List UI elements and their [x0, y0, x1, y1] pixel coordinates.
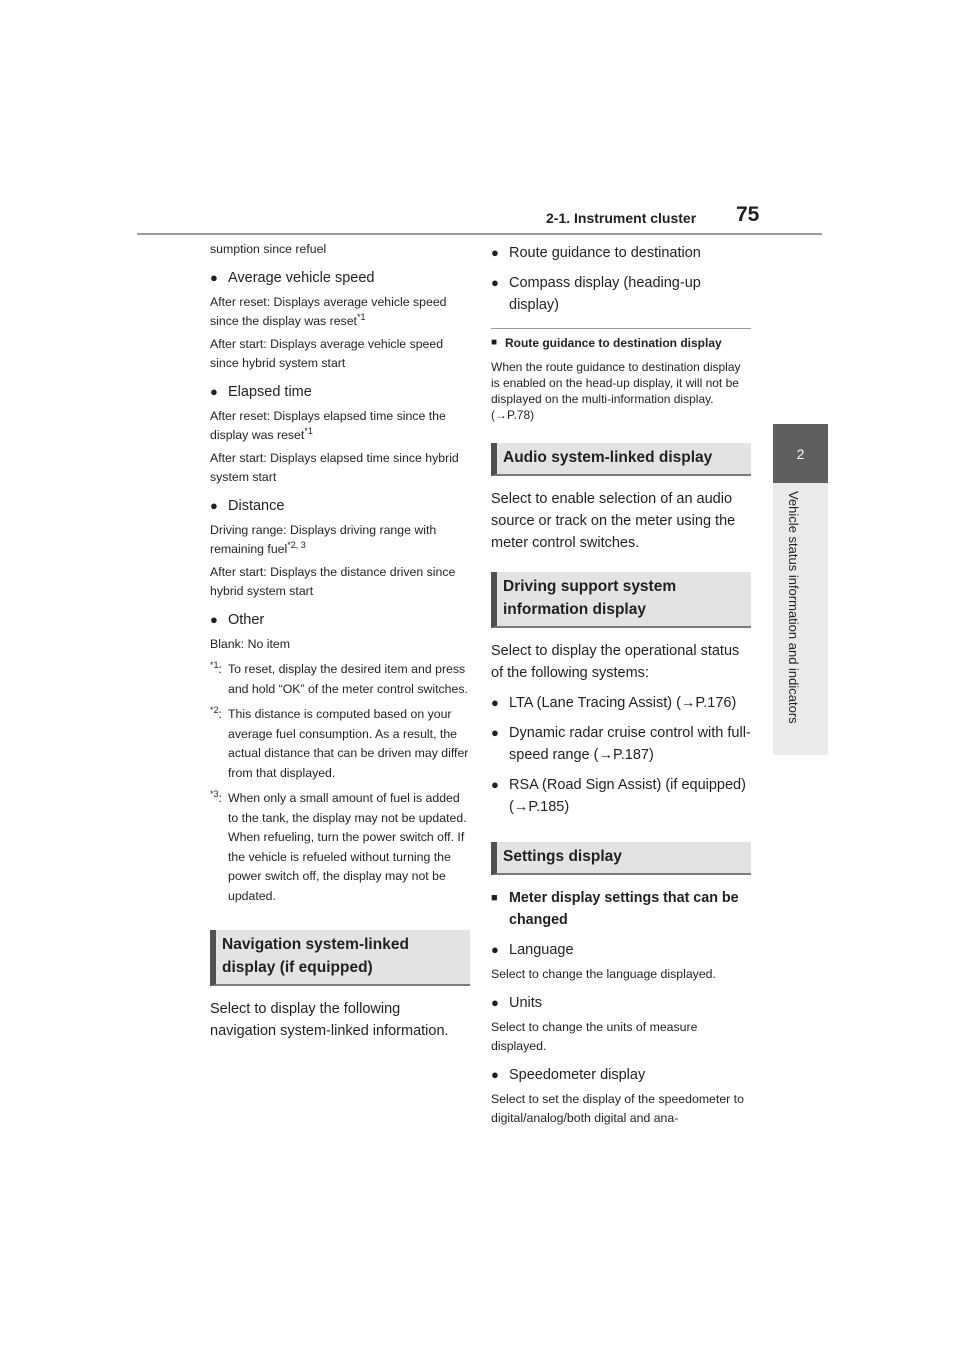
section-heading-settings: Settings display [491, 842, 751, 875]
item-title: Compass display (heading-up display) [509, 275, 701, 313]
item-desc: Blank: No item [210, 637, 290, 651]
body-text: Select to display the following navigati… [210, 1001, 449, 1039]
header-rule [137, 233, 822, 235]
footnote-ref: *1 [304, 425, 313, 436]
chapter-tab-strip [773, 483, 828, 755]
bullet-icon: ● [491, 275, 499, 290]
item-title: RSA (Road Sign Assist) (if equipped) (→P… [509, 777, 746, 815]
page-number: 75 [736, 203, 760, 226]
continuation-text: sumption since refuel [210, 242, 327, 256]
list-item-elapsed-time: ● Elapsed time [210, 381, 470, 403]
item-desc: Select to change the units of measure di… [491, 1020, 698, 1053]
bullet-icon: ● [491, 777, 499, 792]
bullet-icon: ● [210, 612, 218, 627]
item-title: Route guidance to destination [509, 245, 701, 261]
bullet-icon: ● [491, 1067, 499, 1082]
footnote-text: When only a small amount of fuel is adde… [228, 791, 467, 825]
bullet-icon: ● [210, 498, 218, 513]
list-item-units: ● Units [491, 992, 751, 1014]
item-title: LTA (Lane Tracing Assist) (→P.176) [509, 695, 737, 711]
footnote-mark: *2 [210, 704, 219, 715]
footnote-mark: *3 [210, 788, 219, 799]
footnote-ref: *1 [356, 311, 366, 322]
footnote: *1: To reset, display the desired item a… [210, 660, 470, 699]
body-text: Select to display the operational status… [491, 643, 740, 681]
item-desc: Driving range: Displays driving range wi… [210, 523, 437, 556]
item-desc: After start: Displays the distance drive… [210, 565, 456, 598]
footnote-ref: *2, 3 [287, 539, 306, 550]
list-item-speedometer: ● Speedometer display [491, 1064, 751, 1086]
item-title: Dynamic radar cruise control with full-s… [509, 725, 751, 763]
list-item-distance: ● Distance [210, 495, 470, 517]
note-block: ■ Route guidance to destination display … [491, 328, 751, 423]
bullet-icon: ● [491, 725, 499, 740]
item-desc: After start: Displays average vehicle sp… [210, 337, 444, 370]
note-body: When the route guidance to destination d… [491, 360, 741, 422]
bullet-icon: ● [491, 695, 499, 710]
item-desc: Select to change the language displayed. [491, 967, 716, 981]
item-desc: After start: Displays elapsed time since… [210, 451, 459, 484]
bullet-icon: ● [491, 995, 499, 1010]
chapter-tab-label: Vehicle status information and indicator… [786, 491, 801, 724]
right-column: ● Route guidance to destination ● Compas… [491, 240, 751, 1128]
footnote-text: This distance is computed based on your … [228, 707, 469, 780]
footnote-mark: *1 [210, 659, 219, 670]
item-desc: Select to set the display of the speedom… [491, 1092, 744, 1125]
list-item: ● LTA (Lane Tracing Assist) (→P.176) [491, 692, 751, 714]
note-title-row: ■ Route guidance to destination display [491, 333, 751, 353]
note-title: Route guidance to destination display [505, 336, 722, 350]
bullet-icon: ● [210, 270, 218, 285]
bullet-icon: ● [491, 245, 499, 260]
section-title: 2-1. Instrument cluster [546, 210, 697, 226]
footnote-text: When refueling, turn the power switch of… [228, 830, 465, 903]
item-desc: After reset: Displays elapsed time since… [210, 409, 446, 442]
list-item-language: ● Language [491, 939, 751, 961]
chapter-tab-number: 2 [773, 424, 828, 483]
body-text: Select to enable selection of an audio s… [491, 491, 736, 551]
left-column: sumption since refuel ● Average vehicle … [210, 240, 470, 1042]
list-item: ● Dynamic radar cruise control with full… [491, 722, 751, 766]
item-title: Speedometer display [509, 1067, 646, 1083]
footnote: *2: This distance is computed based on y… [210, 705, 470, 783]
square-bullet-icon: ■ [491, 337, 498, 348]
section-heading-navigation: Navigation system-linked display (if equ… [210, 930, 470, 986]
list-item-average-speed: ● Average vehicle speed [210, 267, 470, 289]
list-item: ● Route guidance to destination [491, 242, 751, 264]
item-title: Language [509, 942, 574, 958]
item-title: Average vehicle speed [228, 270, 375, 286]
list-item: ● Compass display (heading-up display) [491, 272, 751, 316]
section-heading-audio: Audio system-linked display [491, 443, 751, 476]
item-title: Units [509, 995, 543, 1011]
subheading-text: Meter display settings that can be chang… [509, 890, 739, 928]
footnote-text: To reset, display the desired item and p… [228, 662, 468, 696]
item-title: Distance [228, 498, 285, 514]
list-item-other: ● Other [210, 609, 470, 631]
footnote: *3: When only a small amount of fuel is … [210, 788, 467, 903]
section-heading-driving-support: Driving support system information displ… [491, 572, 751, 628]
item-title: Elapsed time [228, 384, 312, 400]
chapter-tab-label-wrap: Vehicle status information and indicator… [773, 483, 828, 755]
item-title: Other [228, 612, 265, 628]
square-bullet-icon: ■ [491, 892, 498, 904]
subheading: ■ Meter display settings that can be cha… [491, 887, 751, 931]
item-desc: After reset: Displays average vehicle sp… [210, 295, 447, 328]
bullet-icon: ● [210, 384, 218, 399]
bullet-icon: ● [491, 942, 499, 957]
list-item: ● RSA (Road Sign Assist) (if equipped) (… [491, 774, 751, 818]
